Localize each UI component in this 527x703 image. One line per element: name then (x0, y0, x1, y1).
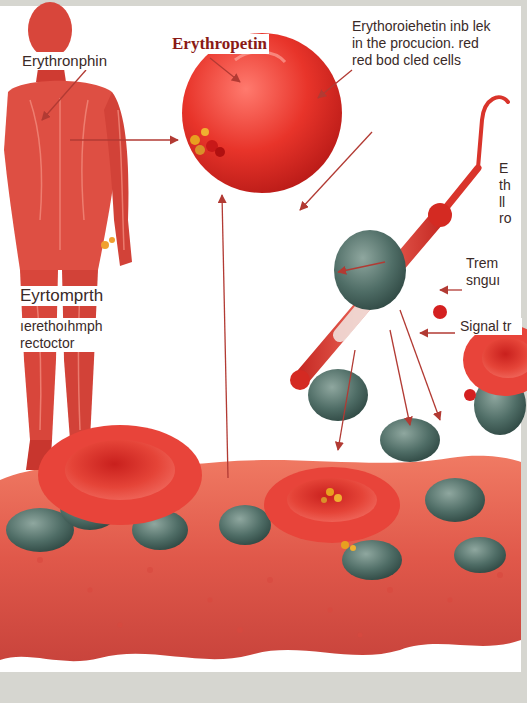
tissue-texture (37, 557, 503, 638)
frame (0, 672, 527, 703)
frame (0, 0, 527, 6)
callout-label: ıerethoıhmph rectoctor (18, 318, 142, 352)
callout-label: Erythronphin (20, 52, 109, 70)
callout-label: Erythropetin (170, 34, 269, 54)
callout-label: Trem snguı (464, 255, 520, 289)
callout-label: Eyrtomprth (18, 286, 105, 306)
callout-label: Signal tr (458, 318, 522, 335)
callout-label: E th ll ro (497, 160, 521, 227)
callout-label: Erythoroiehetin inb lek in the procucion… (350, 18, 494, 68)
hormone-sphere (101, 33, 342, 249)
muscle-figure (4, 2, 132, 470)
cells (6, 230, 526, 580)
leader-lines (42, 58, 462, 478)
